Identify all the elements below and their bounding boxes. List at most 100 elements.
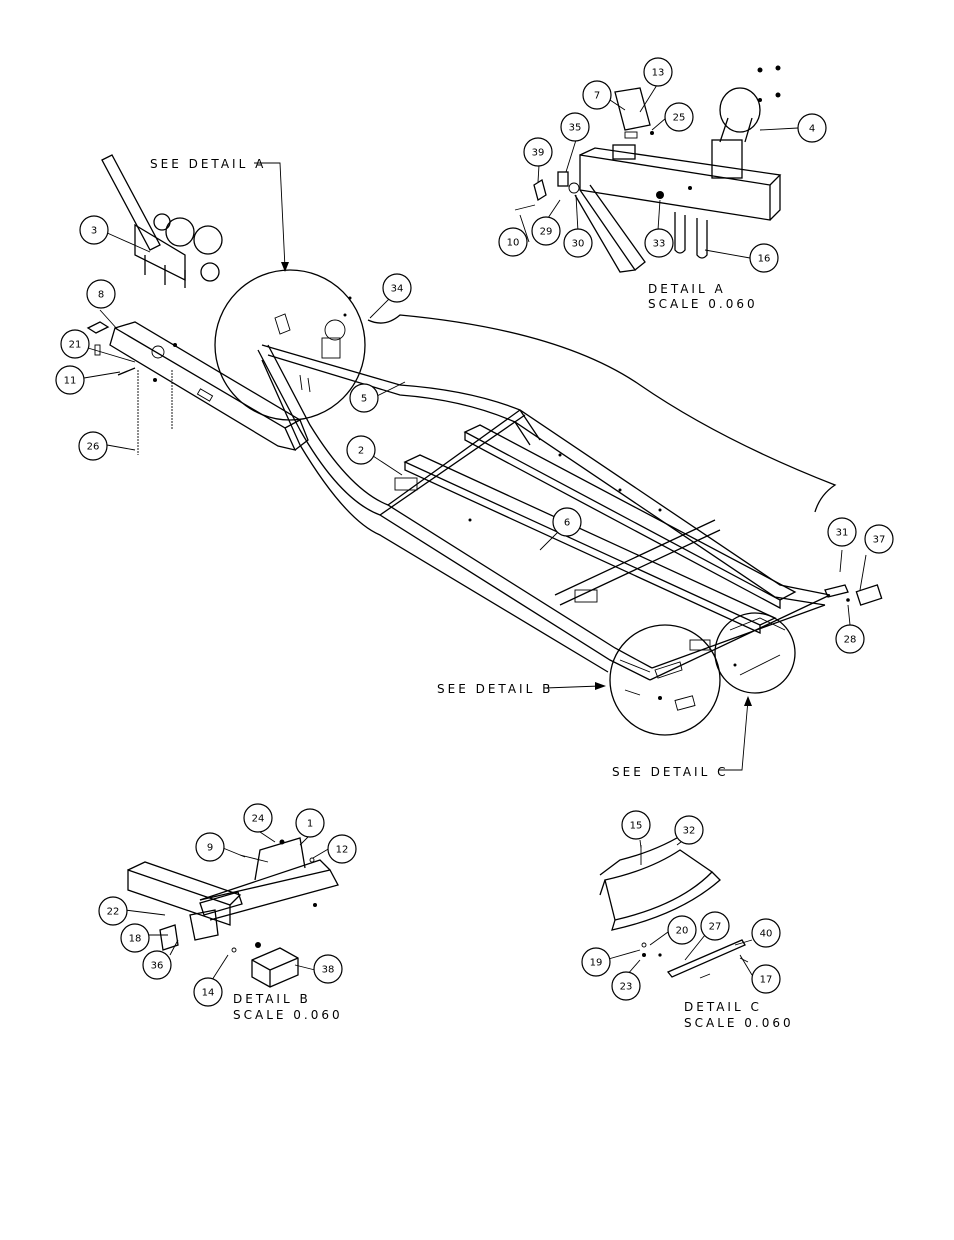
- bunk-board-left: [403, 454, 777, 626]
- detail-a-scale: SCALE 0.060: [648, 297, 758, 311]
- detail-c-view: [599, 829, 749, 979]
- part-balloon-circle: [664, 102, 694, 132]
- part-balloon-circle: [313, 954, 343, 984]
- part-number-label: 17: [760, 975, 773, 986]
- part-balloon-circle: [349, 383, 379, 413]
- rear-crossmember: [649, 594, 831, 681]
- part-number-label: 15: [630, 821, 643, 832]
- part-number-label: 28: [844, 635, 857, 646]
- front-crossmember: [379, 409, 526, 516]
- part-balloon-3: 3: [79, 215, 109, 245]
- part-balloon-circle: [98, 896, 128, 926]
- part-balloon-circle: [531, 216, 561, 246]
- part-balloon-circle: [552, 507, 582, 537]
- part-number-label: 24: [252, 814, 265, 825]
- part-balloon-21: 21: [60, 329, 90, 359]
- part-balloon-circle: [78, 431, 108, 461]
- part-number-label: 27: [709, 922, 722, 933]
- part-number-label: 1: [307, 819, 313, 830]
- part-balloons: 1234567891011121314151617181920212223242…: [55, 57, 894, 1007]
- winch-assembly: [101, 154, 223, 288]
- part-balloon-circle: [243, 803, 273, 833]
- part-number-label: 9: [207, 843, 213, 854]
- detail-c-mini: [729, 617, 786, 676]
- detail-c-callout-circle: [714, 612, 796, 694]
- part-balloon-31: 31: [827, 517, 857, 547]
- part-balloon-circle: [195, 832, 225, 862]
- part-number-label: 35: [569, 123, 582, 134]
- part-balloon-circle: [560, 112, 590, 142]
- part-balloon-16: 16: [749, 243, 779, 273]
- part-balloon-15: 15: [621, 810, 651, 840]
- part-balloon-circle: [523, 137, 553, 167]
- part-balloon-circle: [644, 228, 674, 258]
- part-number-label: 31: [836, 528, 849, 539]
- part-number-label: 19: [590, 958, 603, 969]
- detail-b-view: [127, 837, 339, 988]
- part-balloon-36: 36: [142, 950, 172, 980]
- part-balloon-20: 20: [667, 915, 697, 945]
- part-balloon-circle: [86, 279, 116, 309]
- part-number-label: 14: [202, 988, 215, 999]
- part-balloon-circle: [864, 524, 894, 554]
- part-balloon-circle: [611, 971, 641, 1001]
- right-frame-rail: [261, 344, 831, 596]
- part-number-label: 26: [87, 442, 100, 453]
- part-number-label: 33: [653, 239, 666, 250]
- tail-block: [855, 584, 883, 606]
- part-balloon-circle: [835, 624, 865, 654]
- see-detail-b-label: SEE DETAIL B: [437, 682, 553, 696]
- part-balloon-33: 33: [644, 228, 674, 258]
- part-balloon-circle: [667, 915, 697, 945]
- part-balloon-4: 4: [797, 113, 827, 143]
- winch-cable: [367, 314, 837, 513]
- part-balloon-circle: [295, 808, 325, 838]
- detail-b-callout-circle: [609, 624, 721, 736]
- part-balloon-circle: [55, 365, 85, 395]
- detail-a-callout-circle: [214, 269, 366, 421]
- detail-c-scale: SCALE 0.060: [684, 1016, 794, 1030]
- part-balloon-circle: [346, 435, 376, 465]
- part-balloon-circle: [751, 964, 781, 994]
- part-balloon-10: 10: [498, 227, 528, 257]
- part-balloon-9: 9: [195, 832, 225, 862]
- part-number-label: 22: [107, 907, 120, 918]
- part-number-label: 36: [151, 961, 164, 972]
- part-balloon-19: 19: [581, 947, 611, 977]
- left-frame-rail: [257, 349, 651, 681]
- part-number-label: 2: [358, 446, 364, 457]
- mid-crossmember: [554, 519, 721, 606]
- part-balloon-6: 6: [552, 507, 582, 537]
- detail-c-title: DETAIL C: [684, 1000, 762, 1014]
- part-number-label: 7: [594, 91, 600, 102]
- part-balloon-8: 8: [86, 279, 116, 309]
- part-balloon-25: 25: [664, 102, 694, 132]
- part-number-label: 4: [809, 124, 815, 135]
- tongue-beam: [109, 327, 297, 451]
- detail-a-view: [514, 65, 782, 273]
- detail-a-mini: [274, 296, 352, 393]
- detail-a-title: DETAIL A: [648, 282, 726, 296]
- part-balloon-circle: [797, 113, 827, 143]
- part-balloon-circle: [79, 215, 109, 245]
- part-balloon-circle: [142, 950, 172, 980]
- part-number-label: 38: [322, 965, 335, 976]
- part-balloon-circle: [700, 911, 730, 941]
- part-balloon-38: 38: [313, 954, 343, 984]
- part-balloon-circle: [674, 815, 704, 845]
- part-balloon-37: 37: [864, 524, 894, 554]
- part-number-label: 25: [673, 113, 686, 124]
- part-balloon-11: 11: [55, 365, 85, 395]
- part-balloon-5: 5: [349, 383, 379, 413]
- part-balloon-14: 14: [193, 977, 223, 1007]
- part-number-label: 3: [91, 226, 97, 237]
- part-number-label: 39: [532, 148, 545, 159]
- part-number-label: 18: [129, 934, 142, 945]
- part-number-label: 8: [98, 290, 104, 301]
- part-number-label: 30: [572, 239, 585, 250]
- part-balloon-40: 40: [751, 918, 781, 948]
- part-balloon-circle: [193, 977, 223, 1007]
- part-number-label: 12: [336, 845, 349, 856]
- part-balloon-17: 17: [751, 964, 781, 994]
